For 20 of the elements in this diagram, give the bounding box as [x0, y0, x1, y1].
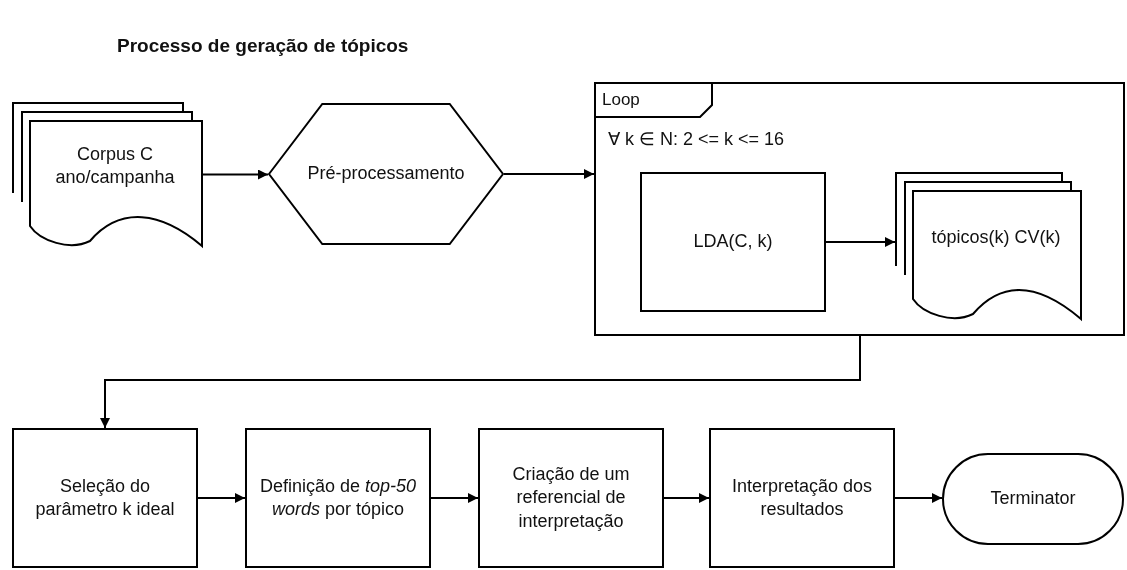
- arrow: [100, 335, 861, 429]
- node-label: Definição de top-50 words por tópico: [258, 474, 418, 521]
- frame-label: Loop: [602, 88, 640, 111]
- arrow: [503, 169, 595, 179]
- arrow: [663, 493, 710, 503]
- diagram-title: Processo de geração de tópicos: [117, 35, 409, 57]
- node-label: Interpretação dos resultados: [730, 474, 874, 521]
- node-label: Corpus C ano/campanha: [54, 142, 176, 189]
- arrow: [894, 493, 943, 503]
- node-label: tópicos(k) CV(k): [931, 225, 1061, 249]
- node-label: Pré-processamento: [307, 162, 465, 186]
- arrow: [430, 493, 479, 503]
- loop-condition: ∀ k ∈ N: 2 <= k <= 16: [608, 128, 785, 152]
- node-label: LDA(C, k): [693, 230, 773, 254]
- arrow: [201, 169, 269, 180]
- node-label: Seleção do parâmetro k ideal: [34, 474, 176, 521]
- node-label: Terminator: [990, 487, 1076, 511]
- arrow: [197, 493, 246, 503]
- arrow: [825, 237, 896, 247]
- node-label: Criação de um referencial de interpretação: [511, 462, 631, 533]
